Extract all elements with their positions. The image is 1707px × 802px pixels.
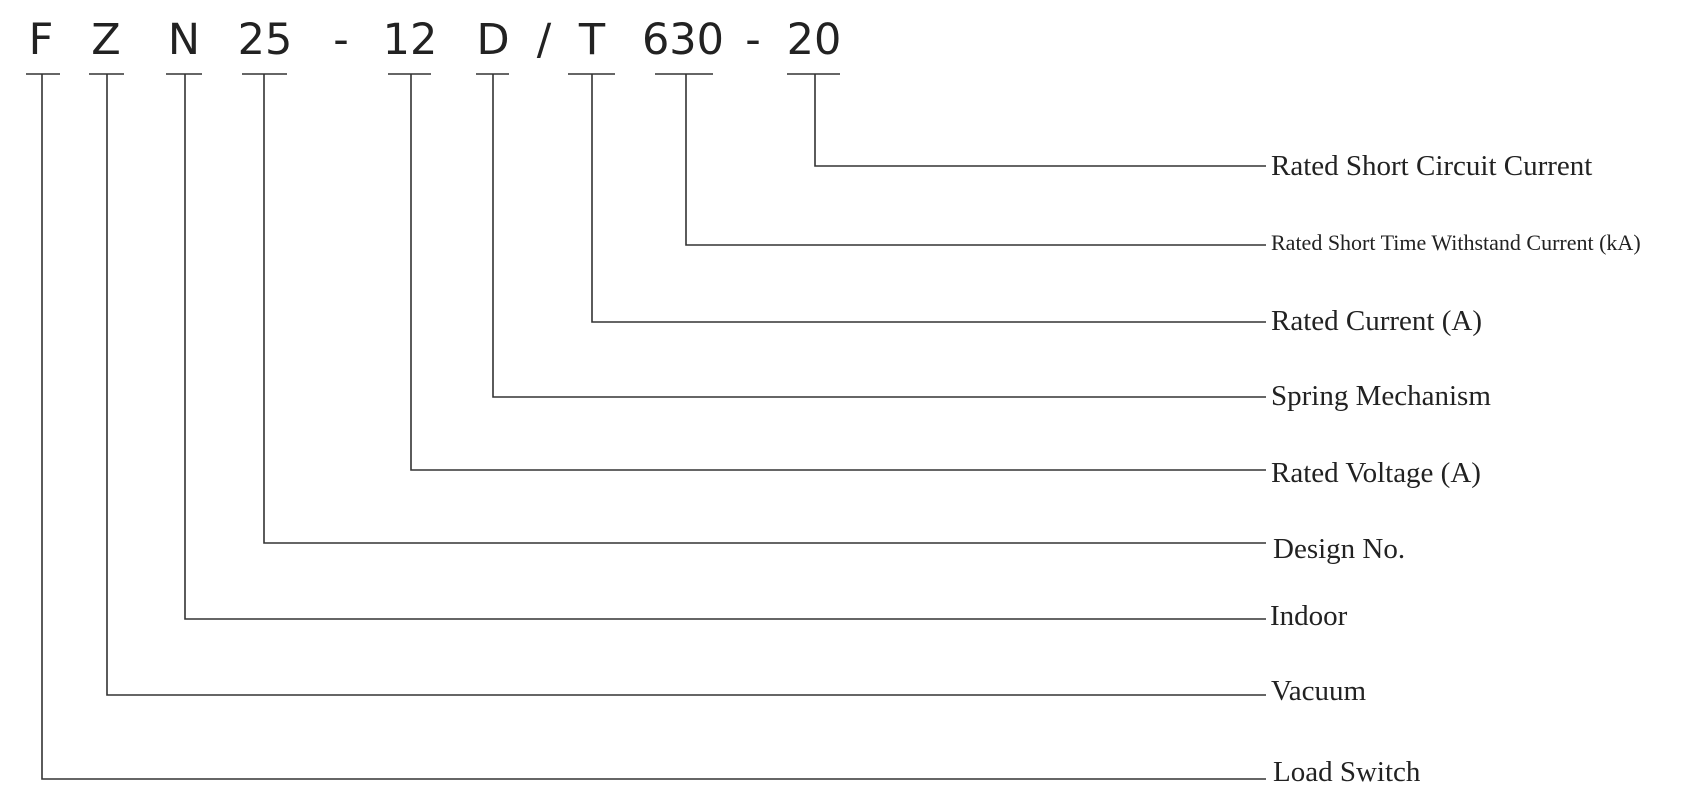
label-spring-mechanism: Spring Mechanism	[1271, 380, 1491, 412]
leader-line-20	[814, 74, 1266, 167]
code-separator-dash-2: -	[745, 15, 761, 65]
leader-line-z	[106, 74, 1266, 696]
leader-line-630	[685, 74, 1266, 246]
leader-line-25	[263, 74, 1266, 544]
label-vacuum: Vacuum	[1271, 675, 1366, 707]
code-segment-25: 25	[238, 15, 293, 65]
label-rated-short-circuit-current: Rated Short Circuit Current	[1271, 150, 1592, 182]
code-segment-f: F	[29, 15, 54, 65]
label-indoor: Indoor	[1270, 600, 1348, 632]
label-load-switch: Load Switch	[1273, 756, 1421, 788]
code-segment-12: 12	[383, 15, 438, 65]
leader-line-12	[410, 74, 1266, 471]
code-segment-630: 630	[642, 15, 724, 65]
code-separator-slash: /	[537, 15, 552, 65]
label-rated-current: Rated Current (A)	[1271, 305, 1482, 337]
code-segment-20: 20	[787, 15, 842, 65]
label-design-no: Design No.	[1273, 533, 1405, 565]
label-rated-short-time-withstand-current: Rated Short Time Withstand Current (kA)	[1271, 230, 1641, 255]
code-separator-dash-1: -	[333, 15, 349, 65]
leader-line-t	[591, 74, 1266, 323]
label-rated-voltage: Rated Voltage (A)	[1271, 457, 1481, 489]
leader-line-f	[41, 74, 1266, 780]
code-segment-d: D	[476, 15, 509, 65]
leader-line-n	[184, 74, 1266, 620]
code-segment-t: T	[578, 15, 606, 65]
code-segment-z: Z	[91, 15, 120, 65]
leader-line-d	[492, 74, 1266, 398]
code-segment-n: N	[168, 15, 200, 65]
